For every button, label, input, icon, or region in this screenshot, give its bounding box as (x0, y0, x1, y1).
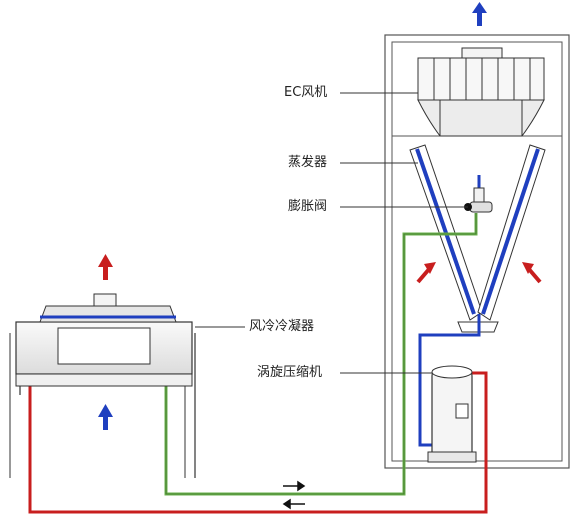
evaporator-return-air-arrow-left (416, 262, 436, 284)
ec-fan (417, 47, 545, 137)
label-ec-fan: EC风机 (284, 85, 328, 100)
label-expansion-valve: 膨胀阀 (288, 199, 328, 214)
label-air-cooled-condenser: 风冷冷凝器 (249, 319, 315, 334)
scroll-compressor (427, 365, 477, 463)
air-cooled-condenser (9, 293, 196, 478)
flow-direction-arrow-liquid (283, 480, 306, 492)
air-flow-arrows (98, 2, 542, 510)
leader-lines (195, 92, 468, 374)
discharge-line (28, 371, 488, 514)
label-scroll-compressor: 涡旋压缩机 (257, 365, 323, 380)
condenser-hot-air-arrow (98, 254, 113, 280)
exhaust-air-arrow-top (472, 2, 487, 26)
flow-direction-arrow-discharge (282, 498, 305, 510)
condenser-intake-air-arrow (98, 404, 113, 430)
label-evaporator: 蒸发器 (288, 155, 328, 170)
evaporator-return-air-arrow-right (522, 262, 542, 284)
liquid-line (164, 213, 478, 496)
